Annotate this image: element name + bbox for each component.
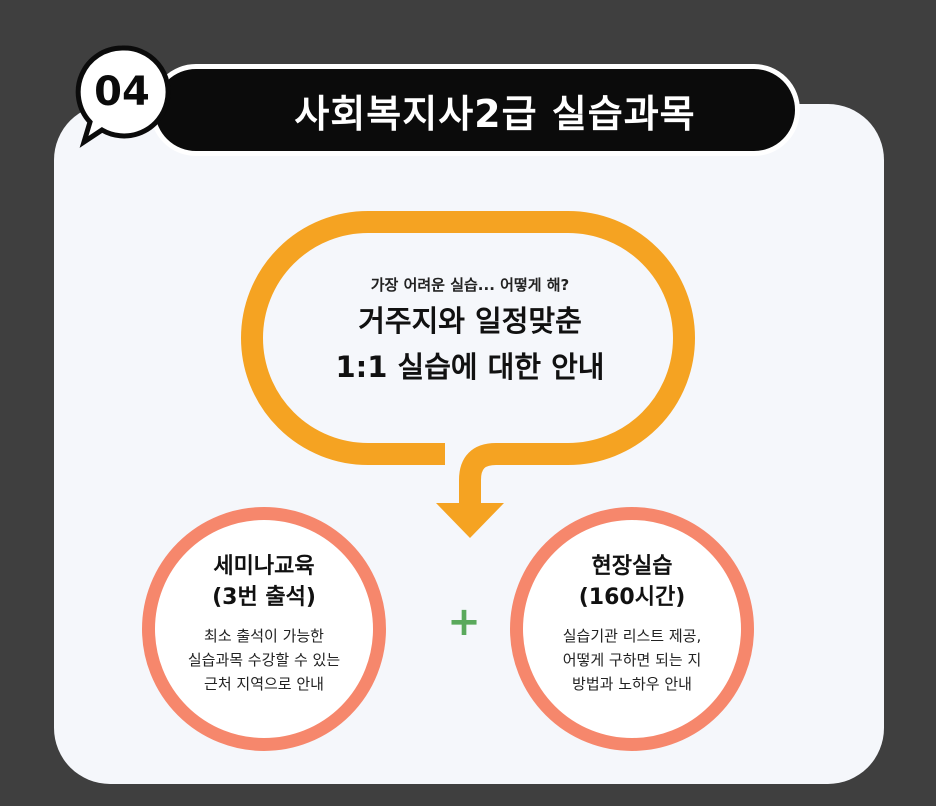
field-practice-circle: 현장실습 (160시간) 실습기관 리스트 제공, 어떻게 구하면 되는 지 방… — [510, 507, 754, 751]
seminar-subtitle: (3번 출석) — [212, 585, 316, 610]
field-desc-line: 실습기관 리스트 제공, — [562, 627, 702, 645]
field-subtitle: (160시간) — [578, 585, 686, 610]
plus-icon: + — [447, 599, 481, 645]
speech-headline-1: 거주지와 일정맞춘 — [358, 304, 582, 338]
speech-headline-2: 1:1 실습에 대한 안내 — [335, 350, 605, 384]
title-bar: 사회복지사2급 실습과목 — [150, 64, 800, 156]
seminar-desc-line: 근처 지역으로 안내 — [204, 675, 324, 693]
seminar-description: 최소 출석이 가능한 실습과목 수강할 수 있는 근처 지역으로 안내 — [155, 624, 373, 696]
seminar-desc-line: 실습과목 수강할 수 있는 — [187, 651, 341, 669]
field-desc-line: 방법과 노하우 안내 — [572, 675, 692, 693]
seminar-circle: 세미나교육 (3번 출석) 최소 출석이 가능한 실습과목 수강할 수 있는 근… — [142, 507, 386, 751]
seminar-title: 세미나교육 — [213, 554, 315, 579]
speech-question: 가장 어려운 실습... 어떻게 해? — [370, 276, 570, 294]
field-desc-line: 어떻게 구하면 되는 지 — [562, 651, 702, 669]
field-description: 실습기관 리스트 제공, 어떻게 구하면 되는 지 방법과 노하우 안내 — [523, 624, 741, 696]
step-number: 04 — [94, 69, 150, 115]
step-badge: 04 — [72, 42, 180, 150]
page-title: 사회복지사2급 실습과목 — [294, 91, 696, 136]
field-title: 현장실습 — [591, 554, 673, 579]
speech-content: 가장 어려운 실습... 어떻게 해? 거주지와 일정맞춘 1:1 실습에 대한… — [270, 262, 670, 387]
seminar-desc-line: 최소 출석이 가능한 — [204, 627, 324, 645]
speech-badge-icon — [75, 45, 171, 148]
